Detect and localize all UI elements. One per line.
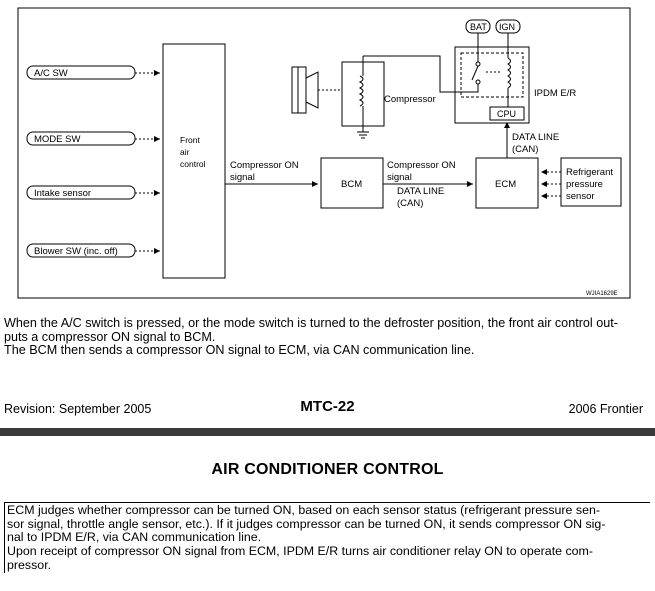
paragraph-line: The BCM then sends a compressor ON signa… bbox=[4, 343, 475, 358]
refrigerant-pressure-sensor-block: Refrigerant pressure sensor bbox=[560, 157, 622, 207]
comp-on-signal-label-2b: signal bbox=[387, 172, 412, 183]
svg-text:Blower SW (inc. off): Blower SW (inc. off) bbox=[34, 246, 118, 257]
svg-text:air: air bbox=[180, 147, 190, 157]
compressor-label: Compressor bbox=[384, 94, 436, 105]
ecm-block: ECM bbox=[475, 157, 539, 209]
system-diagram: A/C SW MODE SW Intake sensor Blower SW (… bbox=[17, 7, 631, 299]
paragraph-ecm: ECM judges whether compressor can be tur… bbox=[4, 502, 650, 573]
svg-text:IGN: IGN bbox=[499, 22, 515, 32]
svg-text:ECM: ECM bbox=[495, 179, 516, 190]
svg-text:BAT: BAT bbox=[470, 22, 487, 32]
svg-text:sensor: sensor bbox=[566, 191, 595, 202]
data-line-label-1: DATA LINE bbox=[512, 132, 559, 143]
input-mode-sw: MODE SW bbox=[26, 131, 136, 146]
section-title: AIR CONDITIONER CONTROL bbox=[211, 461, 444, 478]
page-number: MTC-22 bbox=[300, 398, 355, 415]
diagram-frame bbox=[17, 7, 631, 299]
svg-text:BCM: BCM bbox=[341, 179, 362, 190]
paragraph-line: pressor. bbox=[7, 557, 52, 572]
paragraph-line: sor signal, throttle angle sensor, etc.)… bbox=[7, 516, 606, 531]
ign-terminal: IGN bbox=[495, 19, 521, 34]
paragraph-front-air-control: When the A/C switch is pressed, or the m… bbox=[4, 316, 618, 358]
bat-terminal: BAT bbox=[465, 19, 491, 34]
svg-text:Front: Front bbox=[180, 135, 200, 145]
paragraph-line: When the A/C switch is pressed, or the m… bbox=[4, 316, 618, 330]
paragraph-line: ECM judges whether compressor can be tur… bbox=[7, 503, 600, 517]
figure-id: WJIA1629E bbox=[586, 291, 618, 297]
data-line-label-2b: (CAN) bbox=[397, 198, 423, 209]
svg-text:control: control bbox=[180, 159, 206, 169]
compressor-clutch: Compressor bbox=[291, 56, 436, 139]
footer-model: 2006 Frontier bbox=[568, 402, 643, 416]
paragraph-line: nal to IPDM E/R, via CAN communication l… bbox=[7, 530, 262, 545]
front-air-control-block: Front air control bbox=[162, 43, 226, 279]
footer-revision: Revision: September 2005 bbox=[4, 402, 152, 416]
data-line-label-1b: (CAN) bbox=[512, 144, 538, 155]
page-divider bbox=[0, 428, 655, 436]
input-intake-sensor: Intake sensor bbox=[26, 185, 136, 200]
ipdm-er-block: CPU IPDM E/R bbox=[454, 46, 576, 124]
svg-text:MODE SW: MODE SW bbox=[34, 134, 80, 145]
svg-text:Intake sensor: Intake sensor bbox=[34, 188, 91, 199]
svg-text:Refrigerant: Refrigerant bbox=[566, 167, 613, 178]
input-signal-lines bbox=[135, 70, 160, 254]
svg-text:A/C SW: A/C SW bbox=[34, 68, 68, 79]
comp-on-signal-label-1b: signal bbox=[230, 172, 255, 183]
comp-on-signal-label-1: Compressor ON bbox=[230, 160, 299, 171]
paragraph-line: Upon receipt of compressor ON signal fro… bbox=[7, 544, 594, 559]
cpu-label: CPU bbox=[497, 109, 516, 119]
relay-to-compressor-wire bbox=[363, 55, 479, 93]
bcm-block: BCM bbox=[320, 157, 384, 209]
data-line-label-2: DATA LINE bbox=[397, 186, 444, 197]
sensor-signal-lines bbox=[541, 169, 561, 199]
paragraph-line: puts a compressor ON signal to BCM. bbox=[4, 329, 216, 344]
ipdm-label: IPDM E/R bbox=[534, 88, 576, 99]
svg-text:pressure: pressure bbox=[566, 179, 603, 190]
comp-on-signal-label-2: Compressor ON bbox=[387, 160, 456, 171]
input-a-c-sw: A/C SW bbox=[26, 65, 136, 80]
input-blower-sw: Blower SW (inc. off) bbox=[26, 243, 136, 258]
